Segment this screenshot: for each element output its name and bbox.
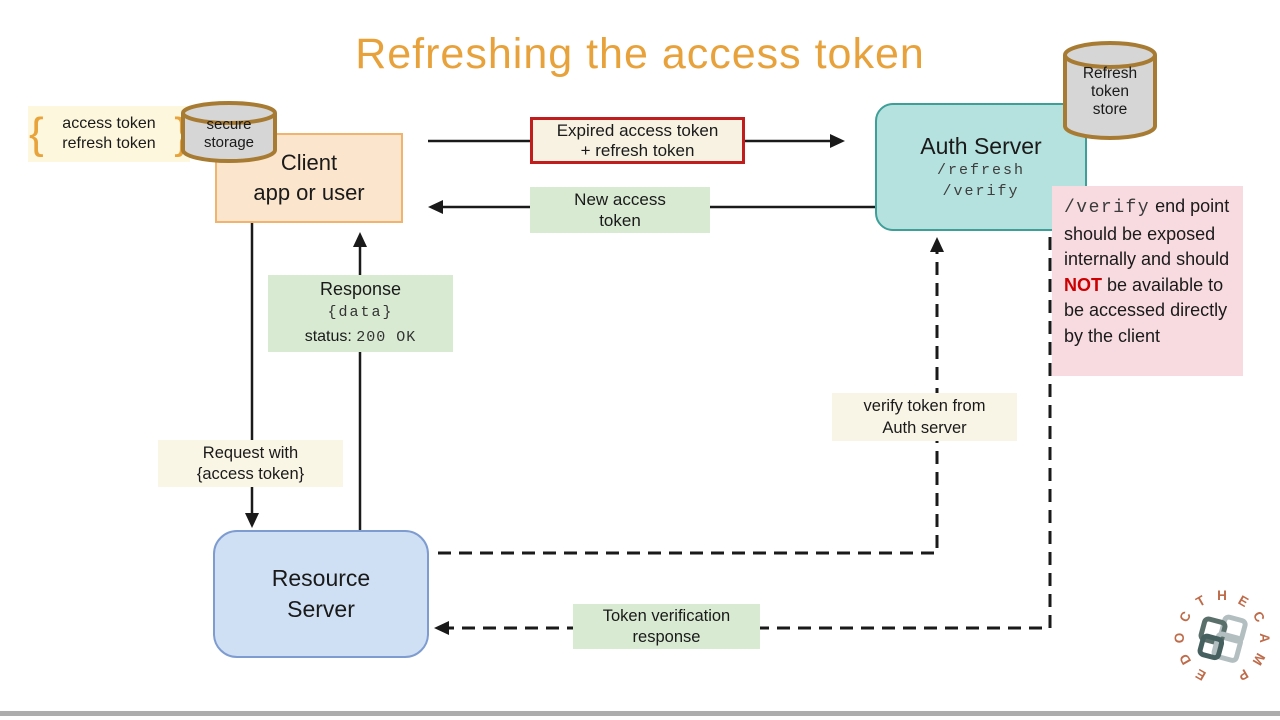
response-line1: Response [319,279,402,299]
arrowhead-up [353,232,367,247]
dashed-auth-to-resource [449,237,1052,630]
response-message: Response {data} status: 200 OK [268,275,453,352]
expired-line1: Expired access token [556,120,719,140]
verify-token-message: verify token from Auth server [832,393,1017,441]
svg-text:E: E [1236,592,1251,609]
note-code: /verify [1064,198,1151,218]
arrowhead-left [428,200,443,214]
auth-server-node: Auth Server /refresh /verify [875,103,1087,231]
verify-line2: Auth server [882,419,967,437]
arrowhead-down [245,513,259,528]
svg-text:C: C [1250,609,1268,625]
verify-line1: verify token from [863,397,986,415]
svg-text:E: E [1193,666,1208,683]
page-title: Refreshing the access token [355,30,925,78]
auth-endpoint-refresh: /refresh [936,162,1025,179]
token-pair-line2: refresh token [62,135,156,152]
request-message: Request with {access token} [158,440,343,487]
new-access-line1: New access [574,190,666,209]
resource-server-node: Resource Server [213,530,429,658]
response-data: {data} [327,304,394,321]
token-pair-line1: access token [62,115,156,132]
svg-text:M: M [1249,651,1268,668]
token-verification-message: Token verification response [573,604,760,649]
note-not: NOT [1064,274,1102,295]
status-value: 200 OK [356,329,417,346]
svg-text:O: O [1172,633,1187,644]
auth-endpoint-verify: /verify [942,183,1020,200]
arrowhead-right [830,134,845,148]
token-verif-line1: Token verification [602,606,731,625]
token-pair-text: access token refresh token [45,114,174,154]
response-status: status: 200 OK [305,325,417,350]
token-pair-label: { access token refresh token } [28,106,190,162]
request-line1: Request with [202,443,299,462]
svg-text:T: T [1193,592,1208,609]
svg-text:H: H [1217,588,1227,603]
code-camp-logo: T H E C A M P C O D E [1172,588,1272,684]
svg-text:P: P [1236,666,1251,683]
resource-line1: Resource [271,565,371,591]
new-access-token-message: New access token [530,187,710,233]
request-line2: {access token} [196,464,305,483]
note-mid: end point should be exposed internally a… [1064,196,1230,269]
client-node: Client app or user [215,133,403,223]
arrowhead-up-dashed [930,237,944,252]
resource-line2: Server [287,596,355,622]
auth-server-title: Auth Server [920,133,1042,159]
verify-endpoint-note: /verify end point should be exposed inte… [1052,186,1243,376]
svg-text:D: D [1176,651,1194,667]
expired-token-message: Expired access token + refresh token [530,117,745,164]
bottom-divider [0,711,1280,716]
expired-line2: + refresh token [580,140,695,160]
left-brace-icon: { [29,109,44,158]
client-line2: app or user [253,180,365,205]
svg-text:A: A [1257,633,1272,643]
logo-squares-icon [1197,614,1248,663]
token-verif-line2: response [632,627,701,646]
arrowhead-left-dashed [434,621,449,635]
dashed-resource-to-auth [438,251,939,555]
client-line1: Client [280,150,338,175]
status-label: status: [304,328,352,345]
right-brace-icon: } [174,109,189,158]
new-access-line2: token [599,211,641,230]
svg-text:C: C [1176,609,1194,625]
note-end: be available to be accessed directly by … [1064,274,1228,346]
